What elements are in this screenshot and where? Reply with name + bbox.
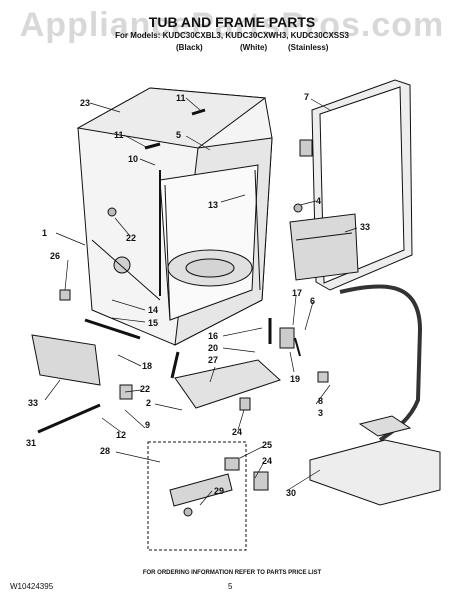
- page-title: TUB AND FRAME PARTS: [148, 14, 316, 30]
- side-seal: [339, 284, 423, 442]
- callout-3: 3: [318, 408, 324, 418]
- callout-16: 16: [208, 331, 219, 341]
- model-list: For Models: KUDC30CXBL3, KUDC30CXWH3, KU…: [115, 31, 349, 40]
- callout-6: 6: [310, 296, 316, 306]
- page-number: 5: [228, 582, 233, 591]
- variant-stainless: (Stainless): [288, 43, 329, 52]
- callout-4: 4: [316, 196, 322, 206]
- callout-5: 5: [176, 130, 182, 140]
- callout-33-right: 33: [360, 222, 371, 232]
- callout-31: 30: [286, 488, 297, 498]
- callout-22: 24: [232, 427, 243, 437]
- callout-13: 13: [208, 200, 219, 210]
- callout-27: 26: [50, 251, 61, 261]
- callout-7: 7: [304, 92, 310, 102]
- callout-23: 22: [126, 233, 137, 243]
- callout-24: 23: [80, 98, 91, 108]
- callout-10: 10: [128, 154, 139, 164]
- callout-1: 1: [42, 228, 48, 238]
- support-rod: [37, 403, 101, 434]
- front-bracket-right: [289, 213, 359, 281]
- base-panel: [309, 439, 441, 506]
- callout-19: 19: [290, 374, 301, 384]
- clip-27: [59, 289, 71, 301]
- callout-28: 27: [208, 355, 219, 365]
- bottom-plate: [174, 359, 281, 409]
- callout-25: 24: [262, 456, 273, 466]
- variant-white: (White): [240, 43, 268, 52]
- callout-26: 25: [262, 440, 273, 450]
- callout-32: 31: [26, 438, 37, 448]
- callout-21: 22: [140, 384, 151, 394]
- callout-8: 8: [318, 396, 324, 406]
- callout-11-left: 11: [114, 130, 124, 140]
- watermark: AppliancePartsPros.com: [19, 6, 445, 44]
- ordering-info: FOR ORDERING INFORMATION REFER TO PARTS …: [142, 570, 322, 576]
- variant-black: (Black): [176, 43, 203, 52]
- document-number: W10424395: [10, 582, 54, 591]
- callout-29: 28: [100, 446, 111, 456]
- callout-17: 17: [292, 288, 303, 298]
- callout-15: 15: [148, 318, 159, 328]
- callout-9: 9: [145, 420, 151, 430]
- callout-2: 2: [146, 398, 152, 408]
- callout-33-left: 33: [28, 398, 39, 408]
- callout-20: 20: [208, 343, 219, 353]
- callout-30: 29: [214, 486, 225, 496]
- callout-14: 14: [148, 305, 159, 315]
- callout-11-top: 11: [176, 93, 186, 103]
- callout-18: 18: [142, 361, 153, 371]
- tub-assembly: [76, 87, 273, 346]
- front-bracket-left: [31, 334, 101, 386]
- callout-12: 12: [116, 430, 127, 440]
